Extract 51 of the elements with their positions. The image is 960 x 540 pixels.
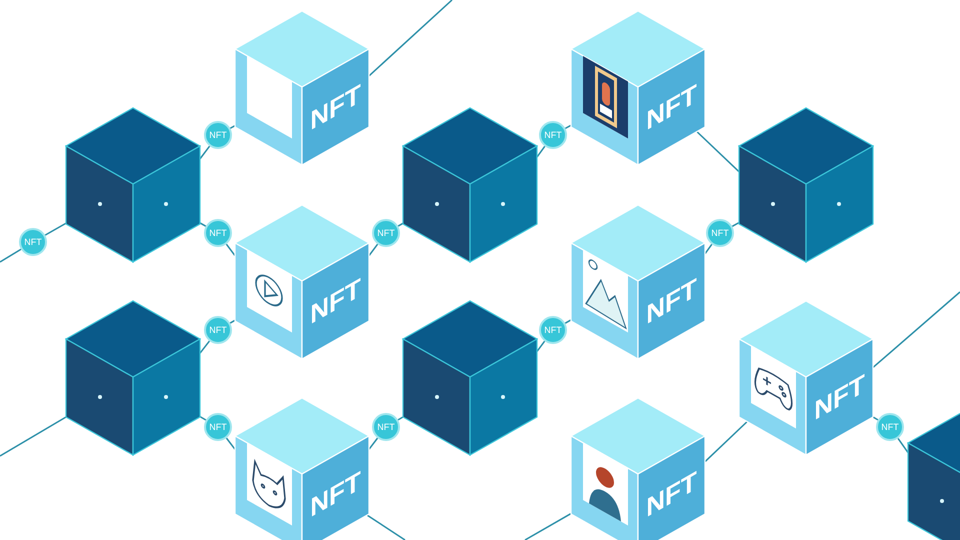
nft-cube xyxy=(235,11,369,166)
dark-cube xyxy=(66,301,200,456)
nft-cube xyxy=(571,398,705,540)
connector-line xyxy=(199,340,210,354)
cube-label: NFT xyxy=(309,272,362,330)
connector-line xyxy=(696,131,740,172)
dark-cube xyxy=(403,108,537,263)
nft-cube xyxy=(235,398,369,540)
connector-line xyxy=(872,291,960,368)
connector-line xyxy=(0,248,22,263)
connector-line xyxy=(897,438,909,454)
dark-cube xyxy=(739,108,873,263)
nft-token: NFT xyxy=(539,316,567,344)
connector-line xyxy=(368,0,452,76)
connector-line xyxy=(704,421,748,462)
dark-cube xyxy=(403,301,537,456)
nft-cube xyxy=(235,205,369,360)
connector-line xyxy=(704,244,712,254)
nft-cube xyxy=(571,11,705,166)
connector-line xyxy=(366,514,406,540)
nft-cube xyxy=(739,301,873,456)
cube-label: NFT xyxy=(645,465,698,523)
connector-line xyxy=(398,416,404,421)
connector-line xyxy=(226,438,236,450)
connector-line xyxy=(368,438,378,450)
nft-token: NFT xyxy=(539,121,567,149)
nft-token: NFT xyxy=(204,121,232,149)
connector-line xyxy=(524,512,572,540)
cube-label: NFT xyxy=(645,272,698,330)
nft-token: NFT xyxy=(204,219,232,247)
cube-label: NFT xyxy=(813,368,866,426)
nft-cube xyxy=(571,205,705,360)
connector-line xyxy=(199,146,210,160)
nft-token: NFT xyxy=(204,413,232,441)
connector-line xyxy=(368,244,378,256)
nft-token: NFT xyxy=(204,316,232,344)
dark-cube xyxy=(66,108,200,263)
connector-line xyxy=(536,146,546,158)
cube-label: NFT xyxy=(309,465,362,523)
nft-token: NFT xyxy=(19,228,47,256)
cube-label: NFT xyxy=(309,78,362,136)
nft-token: NFT xyxy=(372,413,400,441)
nft-token: NFT xyxy=(706,219,734,247)
connector-line xyxy=(226,244,236,256)
connector-line xyxy=(872,416,878,421)
connector-line xyxy=(44,222,66,236)
nft-token: NFT xyxy=(876,413,904,441)
cube-label: NFT xyxy=(645,78,698,136)
connector-line xyxy=(0,416,66,457)
connector-line xyxy=(536,340,546,352)
nft-token: NFT xyxy=(372,219,400,247)
